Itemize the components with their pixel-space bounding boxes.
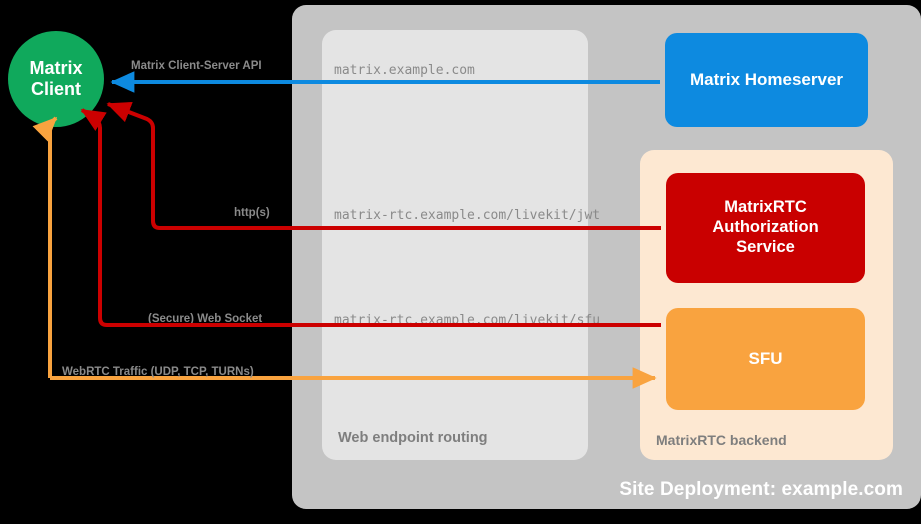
node-auth-line2: Authorization: [712, 218, 819, 237]
node-matrix-client-line1: Matrix: [29, 57, 83, 78]
connector-websocket: [80, 108, 661, 327]
node-auth-line1: MatrixRTC: [724, 198, 807, 217]
node-sfu[interactable]: SFU: [666, 308, 865, 410]
node-matrix-client-line2: Client: [30, 79, 81, 99]
web-endpoint-routing-label: Web endpoint routing: [338, 430, 488, 446]
connector-label-websocket: (Secure) Web Socket: [148, 313, 263, 325]
node-sfu-label: SFU: [748, 348, 783, 368]
matrixrtc-backend-label: MatrixRTC backend: [656, 432, 787, 448]
connector-label-https: http(s): [234, 207, 270, 219]
node-matrix-homeserver[interactable]: Matrix Homeserver: [665, 33, 868, 127]
connector-webrtc-riser: [32, 116, 58, 378]
endpoint-url-livekit-jwt: matrix-rtc.example.com/livekit/jwt: [334, 208, 601, 223]
site-deployment-label: Site Deployment: example.com: [619, 479, 903, 500]
endpoint-url-matrix: matrix.example.com: [334, 63, 475, 78]
connector-label-matrix-client-server-api: Matrix Client-Server API: [131, 60, 262, 72]
connector-label-webrtc: WebRTC Traffic (UDP, TCP, TURNs): [62, 366, 254, 378]
node-matrixrtc-authorization-service[interactable]: MatrixRTC Authorization Service: [666, 173, 865, 283]
connector-https: [106, 101, 661, 230]
web-endpoint-routing-container: Web endpoint routing: [322, 30, 588, 460]
node-matrix-homeserver-label: Matrix Homeserver: [689, 69, 844, 89]
node-auth-line3: Service: [736, 237, 795, 256]
